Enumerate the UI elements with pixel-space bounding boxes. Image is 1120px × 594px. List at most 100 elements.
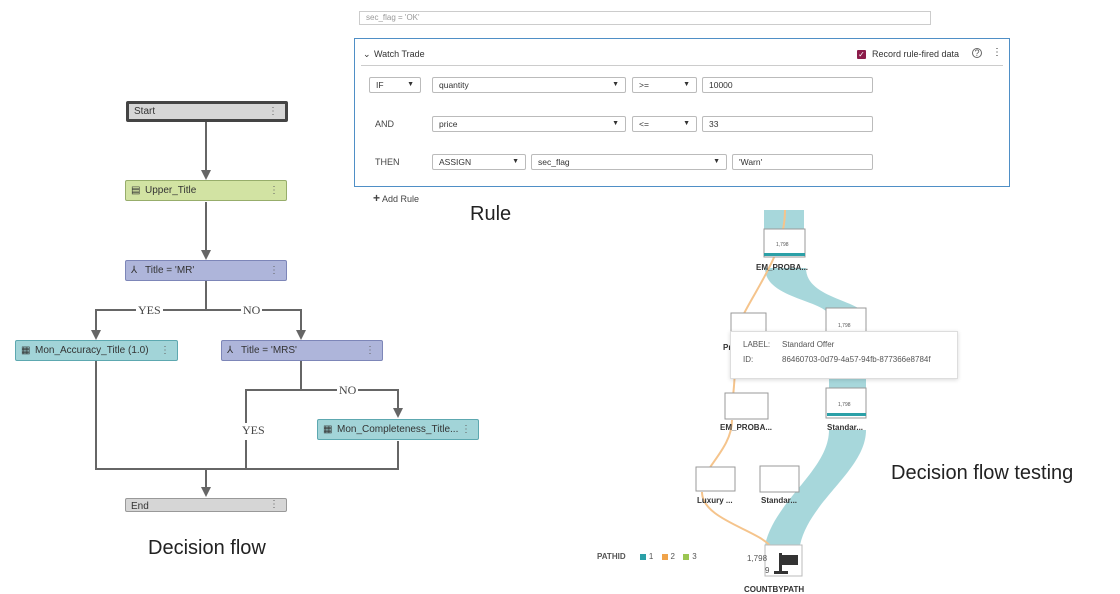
then-keyword: THEN — [375, 157, 400, 167]
condition-input[interactable]: sec_flag = 'OK' — [359, 11, 931, 25]
keyword-select[interactable]: IF ▼ — [369, 77, 421, 93]
operator-value: >= — [639, 80, 649, 90]
path-legend: PATHID 1 2 3 — [597, 552, 697, 561]
node-label: Standar... — [827, 423, 863, 432]
table-icon: ▦ — [323, 424, 333, 435]
kebab-menu-icon[interactable]: ⋮ — [268, 106, 278, 117]
tooltip-label-key: LABEL: — [743, 340, 771, 349]
count-label: 1,798 — [838, 323, 851, 329]
kebab-menu-icon[interactable]: ⋮ — [269, 265, 279, 276]
legend-swatch — [661, 554, 668, 560]
dropdown-arrow-icon: ▼ — [683, 120, 690, 127]
count-label: 1,798 — [776, 242, 789, 248]
kebab-menu-icon[interactable]: ⋮ — [269, 499, 279, 510]
legend-swatch — [683, 554, 690, 560]
value-input[interactable]: 'Warn' — [732, 154, 873, 170]
count-label: 1,798 — [747, 554, 768, 563]
table-icon: ▦ — [21, 345, 31, 356]
node-label: EM_PROBA... — [720, 423, 772, 432]
record-checkbox[interactable]: ✓ — [857, 50, 866, 59]
action-select[interactable]: ASSIGN▼ — [432, 154, 526, 170]
legend-label: 3 — [692, 552, 697, 561]
decision-flow-connectors — [91, 122, 403, 497]
branch-icon: ⅄ — [227, 345, 234, 356]
end-node-label: End — [131, 501, 149, 512]
legend-item[interactable]: 3 — [683, 552, 697, 561]
legend-item[interactable]: 1 — [639, 552, 656, 561]
kebab-menu-icon[interactable]: ⋮ — [992, 47, 1002, 58]
rule-caption: Rule — [470, 203, 512, 225]
kebab-menu-icon[interactable]: ⋮ — [160, 345, 170, 356]
mon-accuracy-label: Mon_Accuracy_Title (1.0) — [35, 345, 149, 356]
field-select[interactable]: price ▼ — [432, 116, 626, 132]
path-2-flow — [701, 491, 773, 549]
add-rule-button[interactable]: + Add Rule — [373, 191, 419, 205]
node-em-proba-top — [763, 228, 806, 258]
add-rule-label: Add Rule — [382, 194, 420, 204]
flow-testing-caption: Decision flow testing — [891, 462, 1074, 484]
tooltip-id-key: ID: — [743, 355, 754, 364]
path-1-flow — [765, 430, 866, 545]
kebab-menu-icon[interactable]: ⋮ — [269, 185, 279, 196]
decision-flow-caption: Decision flow — [148, 537, 266, 559]
keyword-value: IF — [376, 80, 384, 90]
dropdown-arrow-icon: ▼ — [612, 120, 619, 127]
path-1-flow — [765, 268, 866, 318]
kebab-menu-icon[interactable]: ⋮ — [461, 424, 471, 435]
branch-yes-label: YES — [136, 303, 163, 318]
node-label: EM_PROBA... — [756, 263, 808, 272]
legend-swatch — [639, 554, 646, 560]
count-label: 1,798 — [838, 402, 851, 408]
mon-completeness-node[interactable]: ▦ Mon_Completeness_Title... ⋮ — [317, 419, 479, 440]
tooltip-id-value: 86460703-0d79-4a57-94fb-877366e8784f — [782, 355, 931, 364]
branch-icon: ⅄ — [131, 265, 138, 276]
count-by-path-icon — [764, 544, 803, 577]
field-value: sec_flag — [538, 157, 570, 167]
value-input[interactable]: 33 — [702, 116, 873, 132]
mon-accuracy-node[interactable]: ▦ Mon_Accuracy_Title (1.0) ⋮ — [15, 340, 178, 361]
node-label: Luxury ... — [697, 496, 733, 505]
collapse-chevron-icon[interactable]: ⌄ — [363, 49, 371, 59]
tooltip-label-value: Standard Offer — [782, 340, 835, 349]
node-em-proba-mid — [724, 392, 769, 420]
operator-value: <= — [639, 119, 649, 129]
operator-select[interactable]: >=▼ — [632, 77, 697, 93]
upper-title-node[interactable]: ▤ Upper_Title ⋮ — [125, 180, 287, 201]
upper-title-label: Upper_Title — [145, 185, 197, 196]
field-select[interactable]: sec_flag▼ — [531, 154, 727, 170]
condition-node-mr[interactable]: ⅄ Title = 'MR' ⋮ — [125, 260, 287, 281]
legend-item[interactable]: 2 — [661, 552, 678, 561]
node-label: Pr — [723, 343, 731, 352]
field-value: price — [439, 119, 458, 129]
end-node[interactable]: End ⋮ — [125, 498, 287, 512]
start-node[interactable]: Start ⋮ — [126, 101, 288, 122]
code-file-icon: ▤ — [131, 185, 141, 196]
node-standar-low — [759, 465, 800, 493]
rule-set-title: Watch Trade — [374, 49, 425, 59]
dropdown-arrow-icon: ▼ — [612, 81, 619, 88]
node-bar — [827, 413, 866, 416]
kebab-menu-icon[interactable]: ⋮ — [365, 345, 375, 356]
plus-icon: + — [373, 191, 381, 205]
condition-mr-label: Title = 'MR' — [145, 265, 195, 276]
record-rule-fired-label: Record rule-fired data — [872, 49, 960, 59]
dropdown-arrow-icon: ▼ — [512, 158, 519, 165]
field-value: quantity — [439, 80, 469, 90]
branch-no-label: NO — [337, 383, 359, 398]
help-icon[interactable]: ? — [972, 48, 982, 58]
dropdown-arrow-icon: ▼ — [407, 81, 414, 88]
branch-no-label: NO — [241, 303, 263, 318]
mon-completeness-label: Mon_Completeness_Title... — [337, 424, 459, 435]
legend-label: 2 — [670, 552, 675, 561]
operator-select[interactable]: <= ▼ — [632, 116, 697, 132]
value-input[interactable]: 10000 — [702, 77, 873, 93]
and-keyword: AND — [375, 119, 395, 129]
field-select[interactable]: quantity ▼ — [432, 77, 626, 93]
branch-yes-label: YES — [240, 423, 267, 438]
node-luxury — [695, 466, 736, 492]
node-tooltip: LABEL: Standard Offer ID: 86460703-0d79-… — [730, 331, 958, 379]
condition-node-mrs[interactable]: ⅄Title = 'MRS' ⋮ — [221, 340, 383, 361]
legend-title: PATHID — [597, 552, 626, 561]
divider — [361, 65, 1003, 66]
